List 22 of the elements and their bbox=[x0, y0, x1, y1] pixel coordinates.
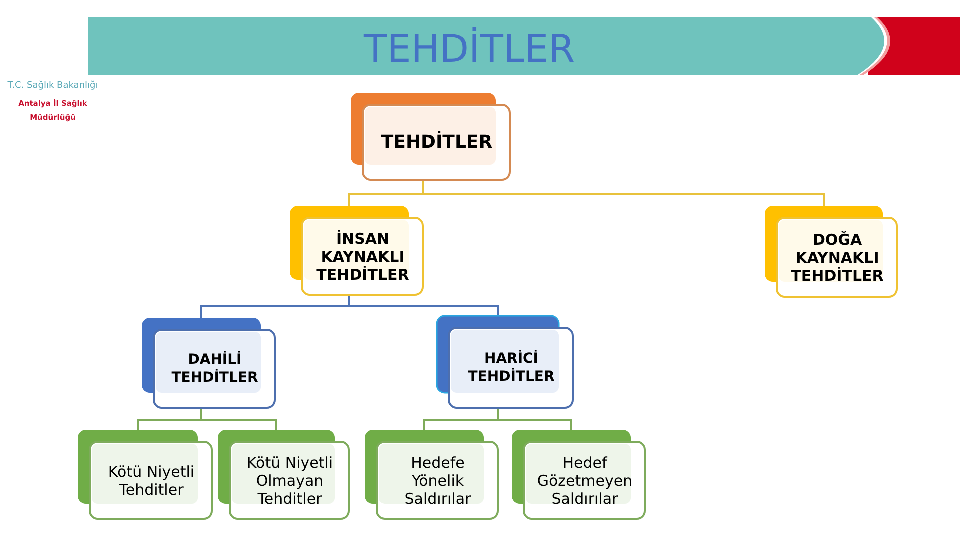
connector-line bbox=[497, 409, 572, 430]
hierarchy-box bbox=[78, 430, 213, 520]
hierarchy-box bbox=[765, 206, 898, 298]
box-label: DOĞA KAYNAKLI TEHDİTLER bbox=[790, 230, 885, 286]
box-label: Kötü Niyetli Olmayan Tehditler bbox=[246, 454, 334, 508]
box-label: DAHİLİ TEHDİTLER bbox=[170, 352, 260, 387]
hierarchy-box bbox=[218, 430, 350, 520]
organization-name: T.C. Sağlık Bakanlığı bbox=[6, 81, 100, 91]
connector-line bbox=[422, 181, 825, 206]
connector-line bbox=[200, 409, 278, 430]
box-label: Hedef Gözetmeyen Saldırılar bbox=[536, 454, 634, 508]
box-label: Kötü Niyetli Tehditler bbox=[107, 462, 196, 500]
box-label: HARİCİ TEHDİTLER bbox=[467, 351, 556, 386]
hierarchy-box bbox=[351, 93, 511, 181]
hierarchy-box bbox=[142, 318, 276, 409]
box-label: İNSAN KAYNAKLI TEHDİTLER bbox=[316, 230, 410, 284]
hierarchy-box bbox=[512, 430, 646, 520]
hierarchy-box bbox=[437, 316, 574, 409]
box-label: TEHDİTLER bbox=[381, 132, 493, 154]
hierarchy-box bbox=[290, 206, 424, 296]
hierarchy-box bbox=[365, 430, 499, 520]
box-label: Hedefe Yönelik Saldırılar bbox=[404, 454, 472, 508]
